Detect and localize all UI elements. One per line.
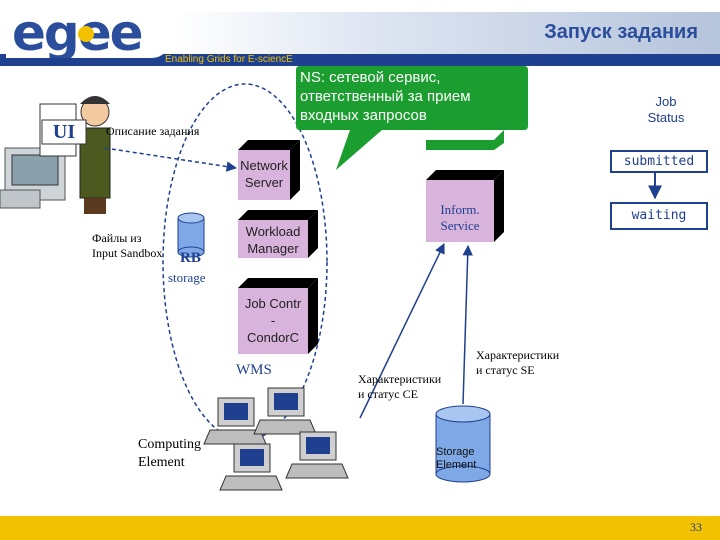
subtitle-bar [0,54,720,66]
computing-element-label: Computing Element [138,437,202,470]
network-server-box [238,140,300,200]
page-title: Запуск задания [544,21,698,43]
ui-box [41,119,87,145]
rb-label: RB [180,250,201,266]
footer-bar [0,516,720,540]
se-status-label: Характеристики и статус SE [476,348,560,377]
page-number: 33 [690,520,702,534]
input-sandbox-label: Файлы из Input Sandbox [92,231,163,260]
status-submitted: submitted [610,150,708,173]
workload-manager-label: Workload Manager [245,224,301,256]
storage-label: storage [168,270,206,285]
logo-dot [78,26,94,42]
computing-element-cluster [203,387,349,491]
callout-text: NS: сетевой сервис, ответственный за при… [300,69,471,124]
user-figure [0,96,111,214]
job-status-label: Job Status [647,94,685,125]
job-contr-label: Job Contr - CondorC [244,296,302,345]
logo-text: egee [12,6,142,58]
job-description-label: Описание задания [106,124,200,138]
ui-label: UI [52,121,76,143]
wms-label: WMS [236,362,272,378]
job-contr-box [238,278,318,354]
ui-to-ns-arrow [104,147,238,172]
workload-manager-box [238,210,318,258]
title-bar [175,12,720,56]
callout-shadow [426,130,504,150]
tagline: Enabling Grids for E-sciencE [165,54,293,65]
network-server-label: Network Server [240,158,288,190]
ns-callout [296,66,528,170]
rb-storage-cylinder [177,212,205,258]
storage-element-label: Storage Element [436,446,477,471]
egee-logo-mark: egee [12,4,144,62]
egee-logo: egee [6,4,170,62]
inform-service-box [426,170,504,242]
storage-element-cylinder [435,405,491,483]
ce-status-label: Характеристики и статус CE [358,372,442,401]
ce-to-is-arrow [359,243,445,419]
se-to-is-arrow [462,244,473,405]
inform-service-label: Inform. Service [440,202,480,233]
status-waiting: waiting [610,202,708,230]
